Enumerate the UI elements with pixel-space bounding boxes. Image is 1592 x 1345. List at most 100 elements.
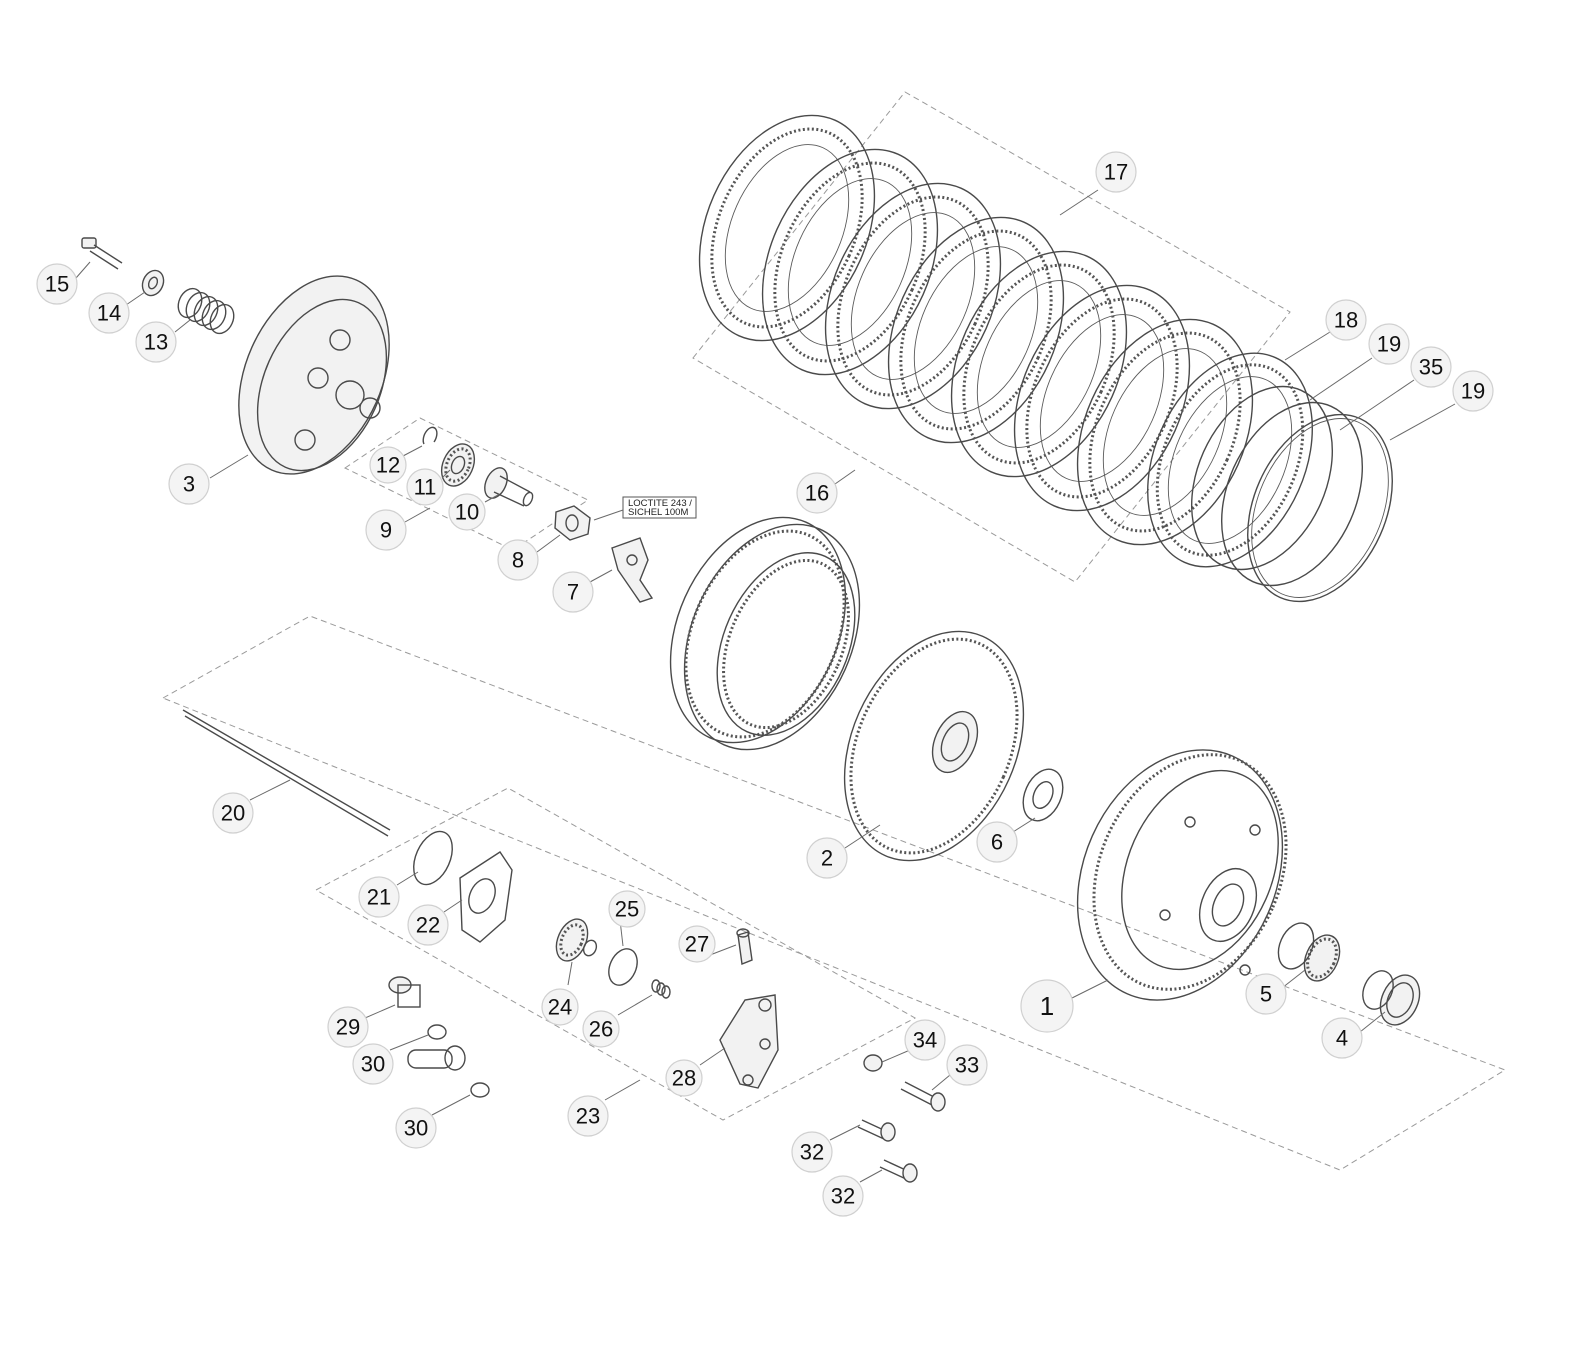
callout-number: 6 (991, 830, 1003, 855)
callout-number: 9 (380, 518, 392, 543)
bolt-33 (900, 1081, 946, 1112)
pushrod-20 (182, 709, 391, 837)
bushing (1362, 970, 1421, 1026)
bolt-32b (879, 1159, 918, 1183)
callout-c28: 28 (665, 1059, 703, 1097)
callout-circle (369, 446, 407, 484)
callout-circle (352, 1043, 394, 1085)
callout-number: 18 (1334, 308, 1358, 333)
callout-c11: 11 (406, 468, 444, 506)
callout-number: 21 (367, 885, 391, 910)
main-shaft-outline (161, 615, 1507, 1171)
callout-c12: 12 (369, 446, 407, 484)
callout-circle (1452, 370, 1494, 412)
spring-26 (651, 979, 671, 999)
callout-c26: 26 (582, 1010, 620, 1048)
callouts: 1234567891011121314151617181935192021222… (36, 151, 1494, 1217)
slave-cylinder-28 (719, 994, 779, 1089)
callout-number: 7 (567, 580, 579, 605)
slave-cylinder-group-outline (314, 787, 917, 1121)
callout-number: 30 (404, 1116, 428, 1141)
callout-circle (365, 509, 407, 551)
callout-circle (822, 1175, 864, 1217)
clutch-plate (887, 216, 1065, 444)
note-line-2: SICHEL 100M (628, 507, 688, 518)
callout-circle (135, 321, 177, 363)
callout-number: 8 (512, 548, 524, 573)
callout-circle (552, 571, 594, 613)
callout-c35: 35 (1410, 346, 1452, 388)
lock-washer-7 (611, 537, 654, 603)
callout-circle (796, 472, 838, 514)
callout-number: 16 (805, 481, 829, 506)
o-ring-21 (413, 830, 453, 886)
leader-lines (75, 189, 1456, 1183)
washer-14 (141, 269, 165, 297)
needle-bearing (1277, 922, 1341, 982)
callout-circle (541, 988, 579, 1026)
callout-number: 19 (1461, 379, 1485, 404)
callout-circle (665, 1059, 703, 1097)
callout-c32a: 32 (791, 1131, 833, 1173)
piston-24 (555, 918, 598, 962)
callout-circle (358, 876, 400, 918)
callout-c21: 21 (358, 876, 400, 918)
ring-19b (1247, 413, 1393, 603)
washer-30b (470, 1082, 490, 1098)
callout-number: 10 (455, 500, 479, 525)
callout-circle (946, 1044, 988, 1086)
callout-c29: 29 (327, 1006, 369, 1048)
callout-c6: 6 (976, 821, 1018, 863)
callout-c7: 7 (552, 571, 594, 613)
callout-c5: 5 (1245, 973, 1287, 1015)
banjo-fitting (407, 1045, 466, 1071)
callout-number: 30 (361, 1052, 385, 1077)
clutch-plate (761, 148, 939, 376)
callout-circle (582, 1010, 620, 1048)
callout-number: 12 (376, 453, 400, 478)
callout-c1: 1 (1020, 979, 1074, 1033)
callout-c14: 14 (88, 292, 130, 334)
threadlock-note: LOCTITE 243 / SICHEL 100M (593, 496, 697, 521)
callout-circle (212, 792, 254, 834)
callout-number: 27 (685, 932, 709, 957)
pressure-plate-group-outline (343, 417, 590, 551)
callout-number: 32 (800, 1140, 824, 1165)
callout-number: 15 (45, 272, 69, 297)
thrust-washer (1022, 768, 1064, 822)
callout-c10: 10 (448, 493, 486, 531)
callout-c25: 25 (608, 890, 646, 928)
bolt-32a (857, 1119, 896, 1142)
plate-pack (669, 516, 861, 751)
callout-number: 20 (221, 801, 245, 826)
callout-c20: 20 (212, 792, 254, 834)
callout-c32b: 32 (822, 1175, 864, 1217)
ring-35 (1220, 401, 1364, 587)
callout-circle (678, 925, 716, 963)
callout-c22: 22 (407, 904, 449, 946)
bleed-nipple-27 (736, 928, 753, 965)
washer-30a (427, 1024, 447, 1040)
callout-circle (36, 263, 78, 305)
callout-number: 26 (589, 1017, 613, 1042)
callout-circle (327, 1006, 369, 1048)
callout-number: 5 (1260, 982, 1272, 1007)
callout-circle (448, 493, 486, 531)
callout-circle (1325, 299, 1367, 341)
callout-circle (168, 463, 210, 505)
callout-circle (1410, 346, 1452, 388)
callout-number: 1 (1040, 991, 1054, 1021)
callout-circle (1245, 973, 1287, 1015)
callout-circle (904, 1019, 946, 1061)
callout-number: 11 (414, 475, 437, 500)
callout-c4: 4 (1321, 1017, 1363, 1059)
callout-circle (88, 292, 130, 334)
callout-c30a: 30 (352, 1043, 394, 1085)
assembly-outlines (161, 91, 1507, 1171)
clutch-plate (824, 182, 1002, 410)
ring-19a (1190, 385, 1334, 571)
callout-c23: 23 (567, 1095, 609, 1137)
callout-c34: 34 (904, 1019, 946, 1061)
clutch-plate (698, 114, 876, 342)
banjo-bolt-29 (388, 976, 421, 1008)
